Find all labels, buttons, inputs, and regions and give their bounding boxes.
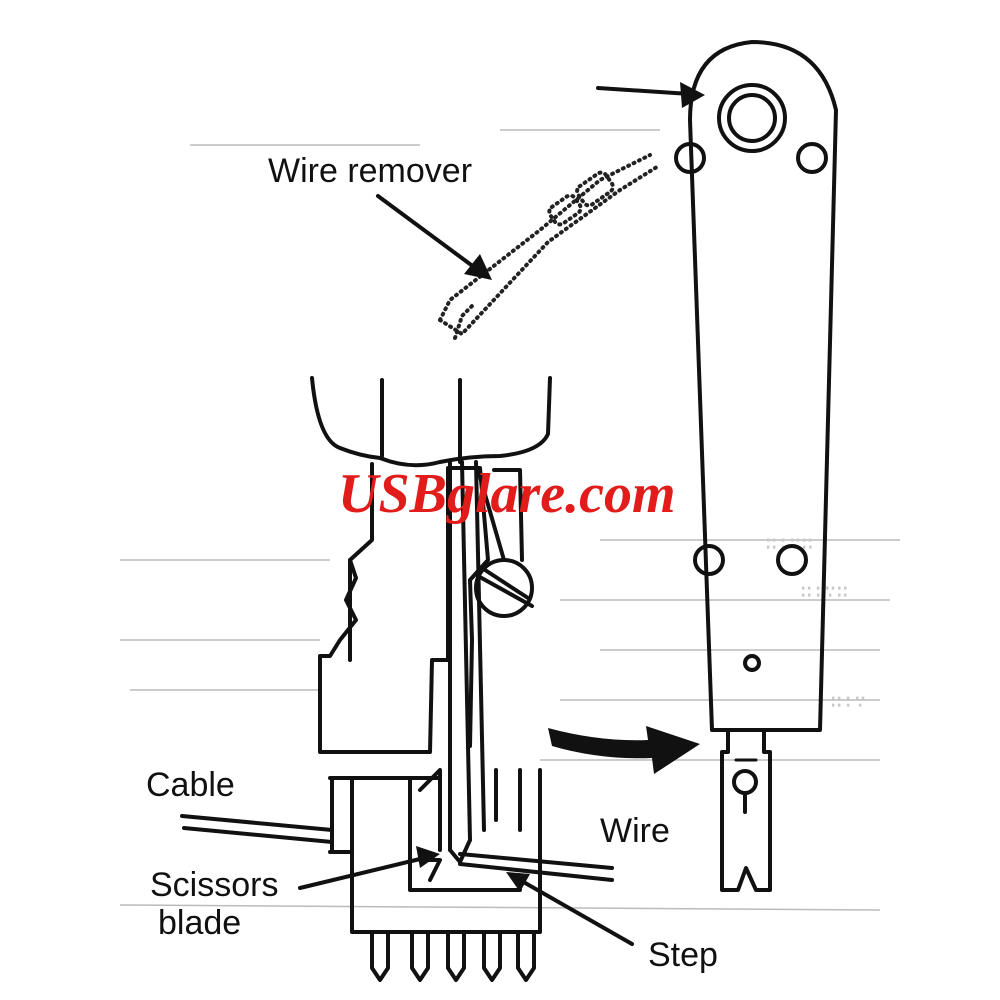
terminal-pin xyxy=(370,930,390,982)
terminal-pin xyxy=(516,930,536,982)
watermark-text: USBglare.com xyxy=(338,463,676,525)
terminal-pin xyxy=(410,930,430,982)
wire-remover-dotted xyxy=(438,153,662,340)
release-button-ring xyxy=(717,83,787,153)
set-screw xyxy=(474,468,534,618)
tool-head xyxy=(310,376,552,754)
blade-tip xyxy=(720,730,772,892)
scissors-blade-leader xyxy=(298,846,440,890)
cable-label: Cable xyxy=(146,766,235,804)
handle-small-hole xyxy=(743,654,761,672)
handle-hole xyxy=(674,142,706,174)
handle-hole xyxy=(693,544,725,576)
pointer-arrow xyxy=(596,82,705,108)
step-leader xyxy=(506,872,634,946)
handle-hole xyxy=(776,544,808,576)
terminal-pin xyxy=(482,930,502,982)
blade-label: blade xyxy=(158,904,241,942)
wire-label: Wire xyxy=(600,812,670,850)
step-label: Step xyxy=(648,936,718,974)
scan-ghost-glyphs: ∷∶∵ xyxy=(830,692,866,715)
terminal-block xyxy=(328,768,542,982)
handle-hole xyxy=(796,142,828,174)
terminal-pin xyxy=(446,930,466,982)
wire-remover-label: Wire remover xyxy=(268,152,472,190)
tool-handle xyxy=(674,40,838,732)
blade-keyhole xyxy=(732,769,758,795)
wire-remover-arrow xyxy=(376,194,492,280)
wire xyxy=(458,852,614,882)
scissors-label: Scissors xyxy=(150,866,278,904)
direction-arrow xyxy=(548,726,700,774)
tool-blade xyxy=(448,460,486,864)
cable xyxy=(180,814,334,844)
